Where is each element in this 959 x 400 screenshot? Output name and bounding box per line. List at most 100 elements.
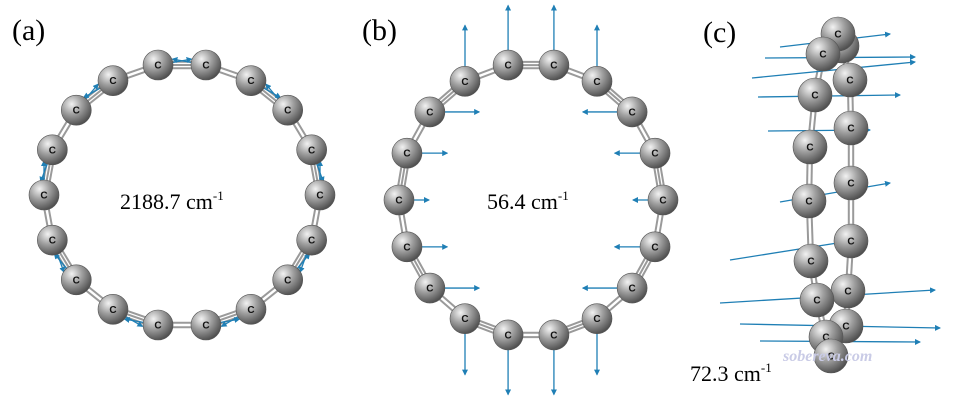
atom-sphere: [235, 65, 267, 96]
atom-label: C: [73, 275, 80, 286]
atom-sphere: [142, 49, 174, 81]
atom-sphere: [616, 272, 648, 304]
atom-sphere: [60, 264, 92, 296]
carbon-atom: C: [272, 94, 304, 126]
atom-sphere: [414, 272, 446, 304]
carbon-atom: C: [97, 294, 129, 325]
carbon-atom: C: [492, 319, 524, 351]
atom-sphere: [235, 294, 267, 325]
atom-label: C: [49, 145, 56, 156]
carbon-atom: C: [37, 224, 68, 256]
carbon-atom: C: [142, 49, 174, 81]
carbon-atom: C: [639, 137, 671, 169]
atom-label: C: [504, 61, 511, 72]
atom-label: C: [461, 314, 468, 325]
atom-label: C: [247, 305, 254, 316]
atom-label: C: [805, 197, 812, 208]
atom-label: C: [461, 77, 468, 88]
displacement-vector: [751, 59, 916, 79]
atom-sphere: [538, 49, 570, 81]
atom-sphere: [296, 224, 327, 256]
atom-sphere: [97, 65, 129, 96]
atom-label: C: [651, 242, 658, 253]
atom-label: C: [426, 107, 433, 118]
atom-sphere: [142, 309, 174, 341]
carbon-atom: C: [383, 184, 415, 216]
atom-label: C: [593, 314, 600, 325]
carbon-atom: C: [272, 264, 304, 296]
panel-a-label: (a): [12, 14, 45, 47]
atom-label: C: [426, 284, 433, 295]
carbon-atom: C: [799, 282, 835, 318]
atom-label: C: [550, 330, 557, 341]
atom-sphere: [449, 303, 481, 334]
carbon-atom: C: [449, 303, 481, 334]
atom-sphere: [832, 62, 868, 98]
atom-label: C: [847, 237, 854, 248]
carbon-atom: C: [639, 231, 671, 263]
atom-sphere: [383, 184, 415, 216]
atom-sphere: [813, 338, 849, 374]
carbon-atom: C: [647, 184, 679, 216]
atom-label: C: [827, 352, 834, 363]
atom-sphere: [304, 179, 336, 211]
atom-sphere: [60, 94, 92, 126]
atom-label: C: [847, 179, 854, 190]
atom-label: C: [202, 320, 209, 331]
atom-label: C: [73, 106, 80, 117]
atom-sphere: [791, 183, 827, 219]
atom-label: C: [847, 124, 854, 135]
atom-label: C: [806, 143, 813, 154]
atom-sphere: [792, 129, 828, 165]
atom-label: C: [813, 296, 820, 307]
carbon-atom: C: [616, 272, 648, 304]
carbon-atom: C: [142, 309, 174, 341]
carbon-atom: C: [492, 49, 524, 81]
displacement-vector: [729, 238, 851, 261]
atom-sphere: [272, 264, 304, 296]
carbon-atom: C: [792, 129, 828, 165]
carbon-atom: C: [60, 94, 92, 126]
panel-c-label: (c): [703, 16, 736, 49]
carbon-atom: C: [797, 77, 833, 113]
atom-label: C: [834, 30, 841, 41]
carbon-atom: C: [190, 309, 222, 341]
atom-sphere: [797, 77, 833, 113]
atom-label: C: [822, 333, 829, 344]
atom-sphere: [190, 309, 222, 341]
atom-sphere: [639, 137, 671, 169]
atom-sphere: [647, 184, 679, 216]
carbon-atom: C: [833, 110, 869, 146]
atom-sphere: [581, 303, 613, 334]
atom-sphere: [37, 224, 68, 256]
carbon-atom: C: [833, 223, 869, 259]
atom-label: C: [842, 322, 849, 333]
carbon-atom: C: [190, 49, 222, 81]
atom-sphere: [833, 110, 869, 146]
atom-label: C: [504, 330, 511, 341]
atom-label: C: [154, 320, 161, 331]
atom-sphere: [492, 319, 524, 351]
carbon-atom: C: [449, 66, 481, 97]
atom-sphere: [272, 94, 304, 126]
carbon-atom: C: [805, 36, 841, 72]
atom-label: C: [629, 107, 636, 118]
atom-sphere: [391, 231, 423, 263]
atom-sphere: [449, 66, 481, 97]
atom-label: C: [844, 287, 851, 298]
atom-label: C: [811, 91, 818, 102]
atom-label: C: [40, 191, 47, 202]
atom-label: C: [284, 275, 291, 286]
atom-sphere: [296, 134, 327, 166]
atom-label: C: [550, 61, 557, 72]
carbon-atom: C: [391, 231, 423, 263]
atom-sphere: [581, 66, 613, 97]
atom-label: C: [202, 61, 209, 72]
atom-sphere: [793, 243, 829, 279]
atom-sphere: [492, 49, 524, 81]
atom-sphere: [97, 294, 129, 325]
